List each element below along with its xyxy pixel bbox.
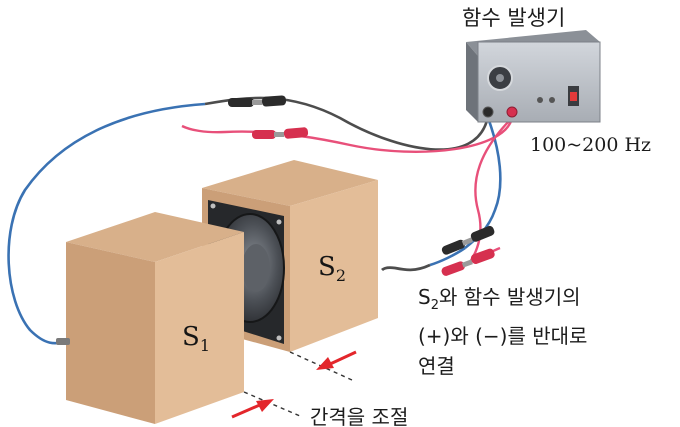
speaker-s1 (56, 212, 244, 424)
note-line-1: S2와 함수 발생기의 (418, 282, 587, 321)
function-generator (466, 30, 600, 122)
gap-label: 간격을 조절 (310, 401, 408, 427)
speaker1-label: S1 (182, 322, 210, 355)
gap-guide-line-1 (244, 392, 300, 416)
terminal-red-icon (507, 107, 517, 117)
terminal-black-icon (483, 107, 493, 117)
note-line-2: (+)와 (−)를 반대로 (418, 321, 587, 351)
arrow-left-icon (316, 352, 356, 370)
frequency-label: 100~200 Hz (530, 134, 651, 156)
speaker-s1-jack-icon (56, 338, 70, 345)
arrow-right-icon (232, 399, 274, 417)
note-line-3: 연결 (418, 351, 587, 381)
connection-note: S2와 함수 발생기의 (+)와 (−)를 반대로 연결 (418, 282, 587, 381)
wire-dark-to-speaker2 (382, 265, 430, 270)
clip-red-top (252, 127, 308, 139)
speaker2-label: S2 (318, 252, 346, 285)
generator-title: 함수 발생기 (462, 2, 565, 32)
